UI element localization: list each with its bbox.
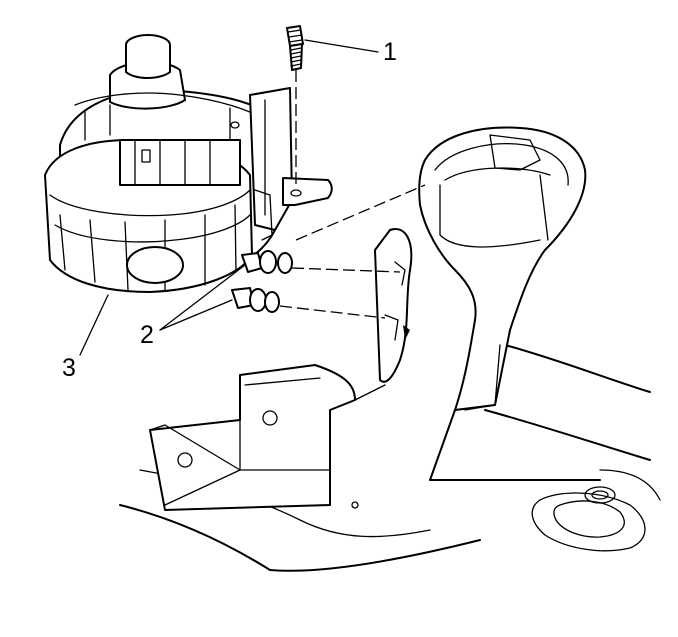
- nut-upper: [241, 250, 293, 274]
- alignment-lines: [279, 70, 426, 319]
- support-bracket: [149, 364, 386, 511]
- callout-bolt: 1: [383, 38, 397, 66]
- mounting-bracket: [374, 228, 413, 383]
- callout-pump: 3: [62, 354, 76, 382]
- pump-assembly: [44, 34, 293, 293]
- frame-rail: [418, 126, 601, 481]
- bolt: [286, 25, 304, 71]
- nut-lower: [231, 287, 280, 313]
- leader-lines: [79, 39, 379, 356]
- bolt-flange: [282, 177, 333, 206]
- callout-nuts: 2: [140, 321, 154, 349]
